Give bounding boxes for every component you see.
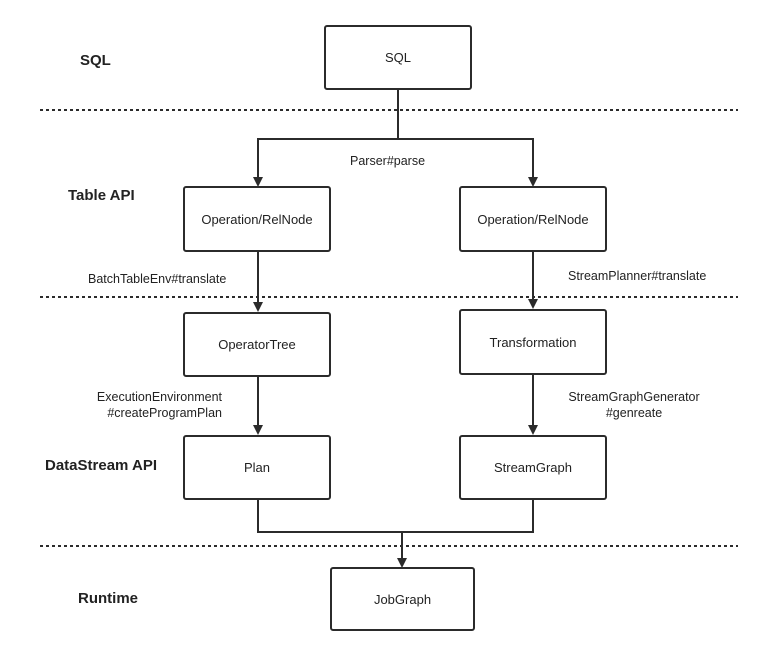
layer-label-datastream-api: DataStream API [45, 457, 157, 474]
edge-label-exec-env-line1: ExecutionEnvironment [96, 390, 222, 404]
node-transformation: Transformation [459, 309, 607, 375]
edge-label-parser-parse: Parser#parse [350, 154, 426, 168]
layer-label-sql: SQL [80, 52, 111, 69]
node-plan: Plan [183, 435, 331, 500]
connector-plan-to-merge [257, 500, 402, 533]
edge-label-exec-env: ExecutionEnvironment #createProgramPlan [92, 389, 222, 421]
edge-label-stream-graph-generator: StreamGraphGenerator #genreate [564, 389, 704, 421]
connector-sql-to-left-opnode [253, 138, 398, 187]
node-jobgraph: JobGraph [330, 567, 475, 631]
node-operation-relnode-right: Operation/RelNode [459, 186, 607, 252]
edge-label-stream-translate: StreamPlanner#translate [568, 269, 707, 283]
edge-label-sgg-line1: StreamGraphGenerator [568, 390, 700, 404]
node-sql: SQL [324, 25, 472, 90]
edge-label-exec-env-line2: #createProgramPlan [107, 406, 222, 420]
layer-label-table-api: Table API [68, 187, 135, 204]
layer-label-runtime: Runtime [78, 590, 138, 607]
node-operation-relnode-left: Operation/RelNode [183, 186, 331, 252]
node-streamgraph: StreamGraph [459, 435, 607, 500]
node-operatortree: OperatorTree [183, 312, 331, 377]
edge-label-batch-translate: BatchTableEnv#translate [88, 272, 227, 286]
edge-label-sgg-line2: #genreate [605, 406, 663, 420]
connector-streamgraph-to-merge [402, 500, 534, 533]
connector-sql-to-right-opnode [398, 138, 538, 187]
